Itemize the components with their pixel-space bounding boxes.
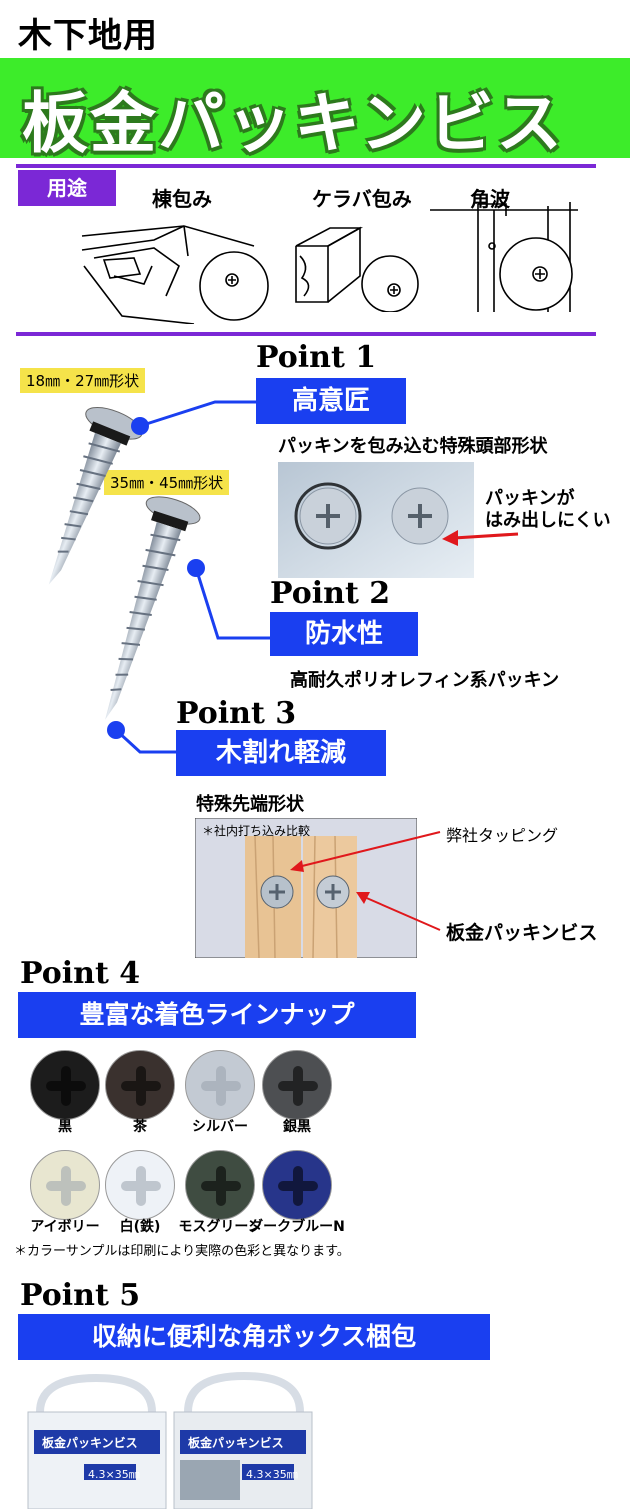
point5-label: 収納に便利な角ボックス梱包 bbox=[18, 1314, 490, 1360]
swatch-label-0: 黒 bbox=[58, 1119, 72, 1135]
point3-photo-note: ＊社内打ち込み比較 bbox=[202, 824, 311, 838]
package-right-product: 板金パッキンビス bbox=[188, 1436, 284, 1450]
divider-middle bbox=[16, 332, 596, 336]
size-chip-long: 35㎜・45㎜形状 bbox=[104, 470, 230, 495]
screw-head-icon bbox=[278, 1166, 318, 1206]
swatch-3 bbox=[262, 1050, 332, 1120]
swatch-label-2: シルバー bbox=[192, 1119, 248, 1135]
point2-heading: Point 2 bbox=[270, 576, 391, 611]
usage-ridge-label: 棟包み bbox=[152, 187, 212, 211]
swatch-0 bbox=[30, 1050, 100, 1120]
point3-competitor-label: 弊社タッピング bbox=[446, 826, 559, 845]
point3-red-arrows bbox=[290, 831, 441, 931]
point2-caption: 高耐久ポリオレフィン系パッキン bbox=[290, 670, 560, 691]
screw-head-icon bbox=[278, 1066, 318, 1106]
divider-top bbox=[16, 164, 596, 168]
swatch-5 bbox=[105, 1150, 175, 1220]
swatch-label-5: 白(鉄) bbox=[119, 1219, 161, 1235]
point1-photo bbox=[278, 462, 474, 578]
swatch-2 bbox=[185, 1050, 255, 1120]
package-left-product: 板金パッキンビス bbox=[42, 1436, 138, 1450]
point3-label: 木割れ軽減 bbox=[176, 730, 386, 776]
screw-head-icon bbox=[121, 1066, 161, 1106]
point4-label: 豊富な着色ラインナップ bbox=[18, 992, 416, 1038]
point3-photo bbox=[195, 818, 417, 958]
swatch-label-3: 銀黒 bbox=[283, 1119, 311, 1135]
size-chip-short: 18㎜・27㎜形状 bbox=[20, 368, 146, 393]
point1-caption: パッキンを包み込む特殊頭部形状 bbox=[278, 436, 548, 457]
color-note: ＊カラーサンプルは印刷により実際の色彩と異なります。 bbox=[14, 1244, 350, 1259]
swatch-label-1: 茶 bbox=[133, 1119, 147, 1135]
screw-head-icon bbox=[201, 1066, 241, 1106]
usage-corner-label: 角波 bbox=[470, 187, 510, 211]
screw-illustrations bbox=[48, 400, 270, 754]
swatch-7 bbox=[262, 1150, 332, 1220]
ridge-illustration bbox=[81, 225, 269, 324]
package-left-size: 4.3×35㎜ bbox=[88, 1468, 140, 1481]
page-title: 板金パッキンビス bbox=[22, 85, 565, 162]
point1-callout: パッキンが はみ出しにくい bbox=[485, 488, 611, 531]
package-right-size: 4.3×35㎜ bbox=[246, 1468, 298, 1481]
point3-caption: 特殊先端形状 bbox=[196, 794, 304, 815]
swatch-4 bbox=[30, 1150, 100, 1220]
package-box-right bbox=[173, 1371, 313, 1509]
point3-heading: Point 3 bbox=[176, 696, 297, 731]
usage-badge: 用途 bbox=[18, 170, 116, 206]
point1-red-arrow bbox=[442, 530, 519, 546]
point1-label: 高意匠 bbox=[256, 378, 406, 424]
swatch-label-7: ダークブルーN bbox=[249, 1219, 345, 1235]
screw-head-icon bbox=[46, 1066, 86, 1106]
point5-heading: Point 5 bbox=[20, 1278, 141, 1313]
screw-head-icon bbox=[121, 1166, 161, 1206]
point3-product-label: 板金パッキンビス bbox=[446, 922, 598, 944]
swatch-label-4: アイボリー bbox=[30, 1219, 100, 1235]
page-subtitle: 木下地用 bbox=[18, 16, 158, 56]
usage-verge-label: ケラバ包み bbox=[312, 187, 412, 211]
point1-heading: Point 1 bbox=[256, 340, 377, 375]
corner-wave-illustration bbox=[430, 202, 578, 312]
screw-head-icon bbox=[201, 1166, 241, 1206]
title-banner bbox=[0, 58, 630, 158]
screw-head-icon bbox=[46, 1166, 86, 1206]
point4-heading: Point 4 bbox=[20, 956, 141, 991]
verge-illustration bbox=[295, 226, 419, 312]
package-box-left bbox=[27, 1373, 167, 1509]
swatch-label-6: モスグリーン bbox=[178, 1219, 262, 1235]
point2-label: 防水性 bbox=[270, 612, 418, 656]
swatch-1 bbox=[105, 1050, 175, 1120]
swatch-6 bbox=[185, 1150, 255, 1220]
